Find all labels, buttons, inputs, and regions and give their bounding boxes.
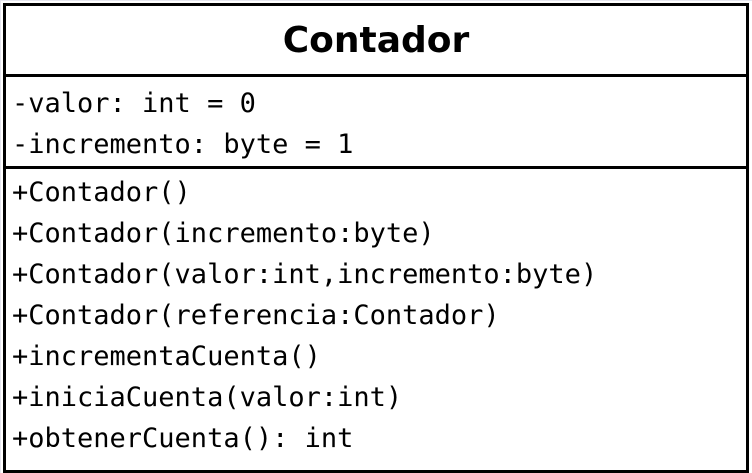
method-constructor-default: +Contador() xyxy=(12,177,191,208)
class-name-compartment: Contador xyxy=(6,6,746,77)
uml-class-box[interactable]: Contador -valor: int = 0 -incremento: by… xyxy=(3,3,749,473)
method-constructor-valor-incremento: +Contador(valor:int,incremento:byte) xyxy=(12,259,598,290)
method-inicia-cuenta: +iniciaCuenta(valor:int) xyxy=(12,382,403,413)
method-constructor-referencia: +Contador(referencia:Contador) xyxy=(12,300,500,331)
method-constructor-incremento: +Contador(incremento:byte) xyxy=(12,218,435,249)
attributes-compartment: -valor: int = 0 -incremento: byte = 1 xyxy=(6,77,746,169)
method-incrementa-cuenta: +incrementaCuenta() xyxy=(12,341,321,372)
method-obtener-cuenta: +obtenerCuenta(): int xyxy=(12,423,354,454)
class-name: Contador xyxy=(282,19,470,61)
attribute-incremento: -incremento: byte = 1 xyxy=(12,129,354,160)
attribute-valor: -valor: int = 0 xyxy=(12,88,256,119)
methods-compartment: +Contador() +Contador(incremento:byte) +… xyxy=(6,169,746,459)
